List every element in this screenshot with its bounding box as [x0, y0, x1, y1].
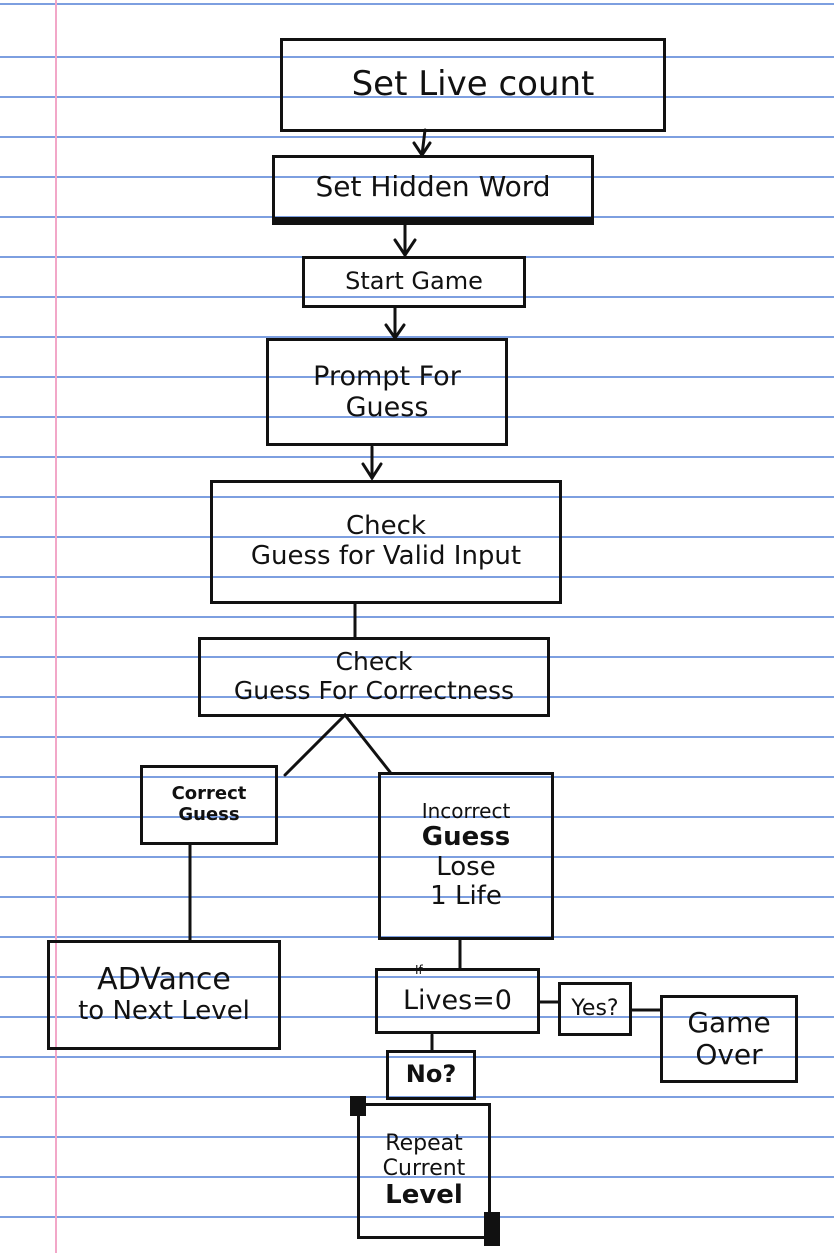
advance-level-box: ADVance to Next Level — [47, 940, 281, 1050]
start-game-label: Start Game — [345, 267, 483, 296]
lives-zero-label: Lives=0 — [402, 985, 512, 1017]
set-live-count-box: Set Live count — [280, 38, 666, 132]
correctness-line2: Guess For Correctness — [233, 676, 515, 705]
repeat-line1: Repeat — [385, 1130, 463, 1156]
correctness-line1: Check — [335, 647, 413, 677]
start-game-box: Start Game — [302, 256, 526, 308]
incorrect-line3: Lose — [436, 851, 496, 882]
repeat-line2: Current — [382, 1156, 466, 1182]
correct-line1: Correct — [171, 783, 247, 805]
set-live-count-label: Set Live count — [351, 64, 595, 105]
prompt-line2: Guess — [345, 392, 429, 423]
lives-zero-box: Lives=0 — [375, 968, 540, 1034]
set-hidden-word-label: Set Hidden Word — [315, 170, 551, 204]
correct-guess-box: Correct Guess — [140, 765, 278, 845]
valid-line1: Check — [346, 511, 426, 542]
game-over-box: Game Over — [660, 995, 798, 1083]
incorrect-line4: 1 Life — [430, 881, 502, 912]
yes-label: Yes? — [571, 996, 619, 1022]
incorrect-guess-box: Incorrect Guess Lose 1 Life — [378, 772, 554, 940]
prompt-for-guess-box: Prompt For Guess — [266, 338, 508, 446]
incorrect-line1: Incorrect — [421, 798, 511, 823]
repeat-level-box: Repeat Current Level — [357, 1103, 491, 1239]
repeat-line3: Level — [385, 1180, 463, 1211]
no-label: No? — [405, 1060, 457, 1089]
prompt-line1: Prompt For — [313, 360, 461, 392]
margin-line — [55, 0, 57, 1253]
correct-line2: Guess — [178, 804, 240, 825]
no-box: No? — [386, 1050, 476, 1100]
advance-line2: to Next Level — [78, 996, 250, 1027]
yes-box: Yes? — [558, 982, 632, 1036]
incorrect-line2: Guess — [421, 821, 511, 852]
advance-line1: ADVance — [97, 961, 231, 997]
game-over-line2: Over — [695, 1038, 763, 1071]
check-correctness-box: Check Guess For Correctness — [198, 637, 550, 717]
game-over-line1: Game — [687, 1005, 771, 1039]
check-valid-input-box: Check Guess for Valid Input — [210, 480, 562, 604]
valid-line2: Guess for Valid Input — [250, 541, 522, 571]
set-hidden-word-box: Set Hidden Word — [272, 155, 594, 225]
